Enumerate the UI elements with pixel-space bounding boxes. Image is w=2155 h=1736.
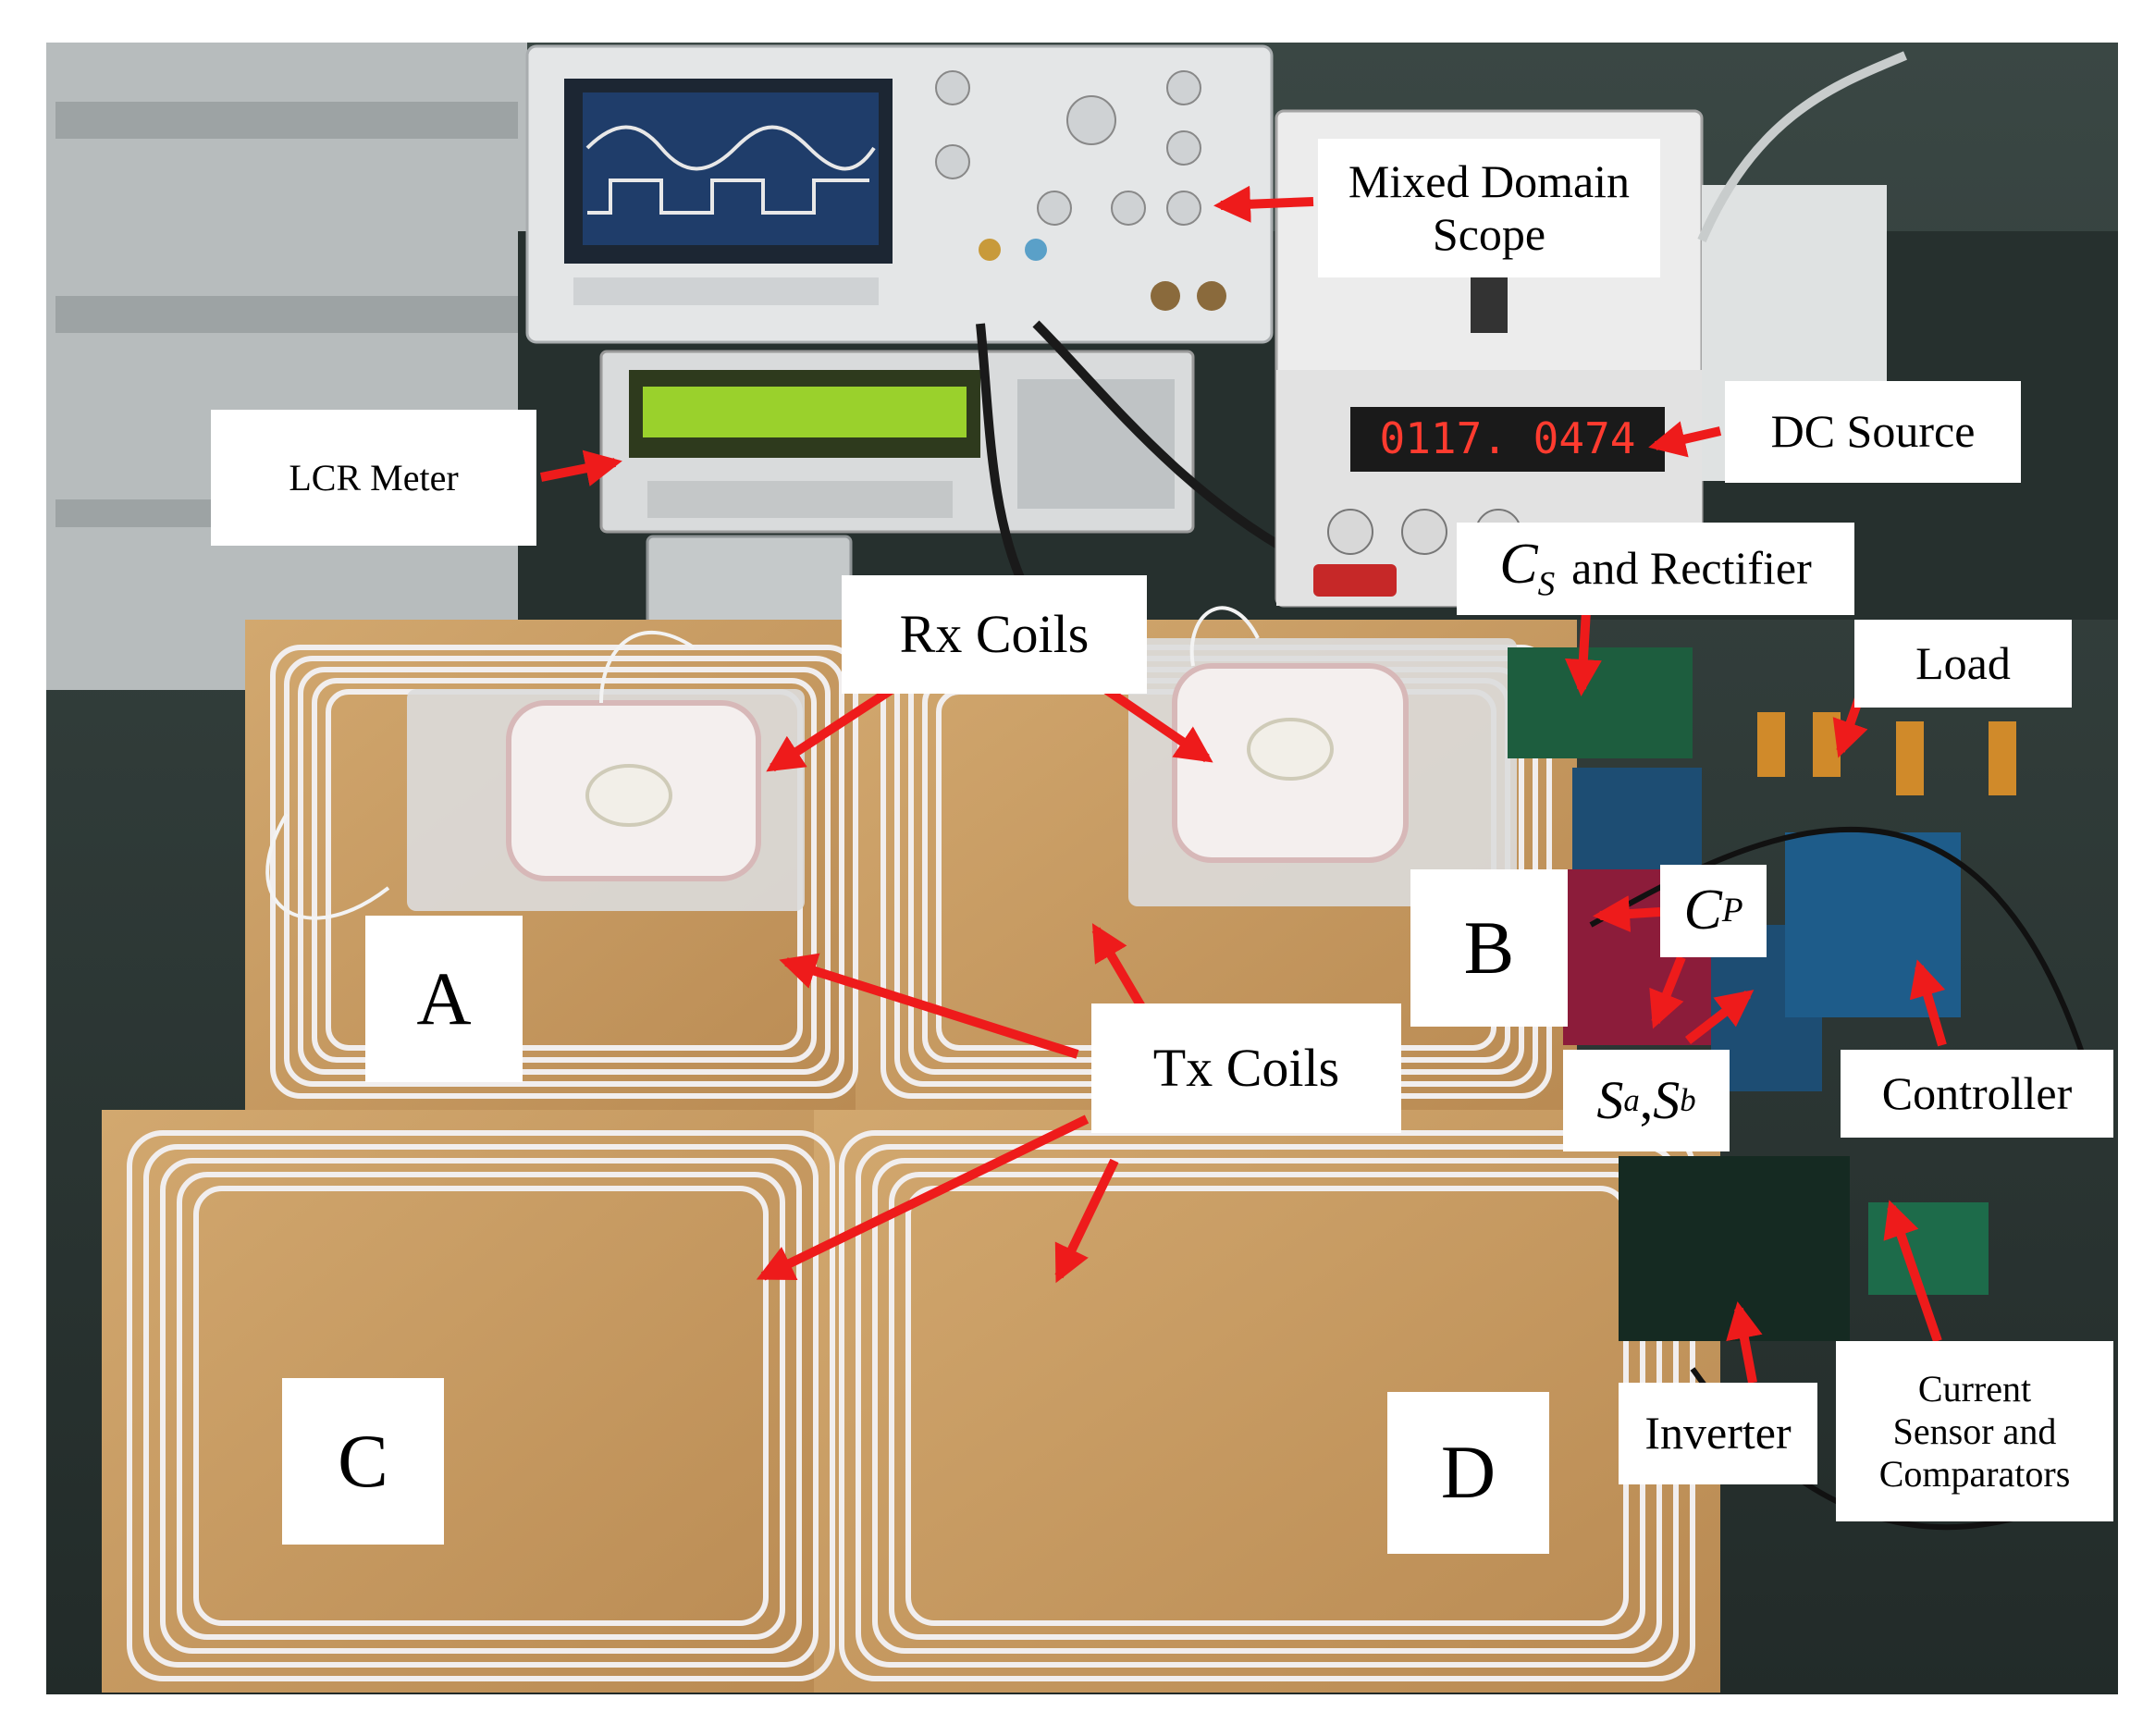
label-lcr-meter: LCR Meter xyxy=(211,410,536,546)
arrow-lcr xyxy=(540,449,622,486)
label-pad-c: C xyxy=(282,1378,444,1545)
label-tx-coils: Tx Coils xyxy=(1091,1003,1401,1133)
test-fixture xyxy=(646,535,853,626)
label-load: Load xyxy=(1854,620,2072,708)
arrow-sb xyxy=(1684,990,1755,1044)
label-pad-d: D xyxy=(1387,1392,1549,1554)
arrow-inverter xyxy=(1726,1301,1763,1384)
label-controller: Controller xyxy=(1841,1050,2113,1138)
cs-text: and Rectifier xyxy=(1571,542,1812,595)
oscilloscope-device xyxy=(525,44,1274,344)
label-mixed-domain-scope: Mixed Domain Scope xyxy=(1318,139,1660,277)
rx-coil-assemblies xyxy=(265,606,1517,920)
arrow-current-sensor xyxy=(1883,1200,1942,1343)
sa-sb-separator: , xyxy=(1639,1069,1654,1130)
dc-readout: 0117. 0474 xyxy=(1380,413,1636,463)
arrow-scope xyxy=(1213,185,1314,223)
arrow-tx-c xyxy=(756,1114,1090,1281)
arrow-cp xyxy=(1593,895,1661,932)
annotation-arrows xyxy=(540,185,1947,1384)
label-pad-b: B xyxy=(1410,869,1568,1027)
label-rx-coils: Rx Coils xyxy=(842,575,1147,694)
arrow-rx-b xyxy=(1102,684,1213,763)
lcr-meter-device xyxy=(599,350,1195,534)
cp-subscript: P xyxy=(1721,891,1743,930)
sa-symbol: S xyxy=(1596,1069,1624,1130)
back-shelf xyxy=(46,43,527,690)
arrow-tx-a xyxy=(779,953,1079,1059)
sb-subscript: b xyxy=(1680,1081,1696,1118)
cs-symbol: C xyxy=(1499,533,1538,597)
arrow-sa xyxy=(1649,955,1686,1029)
arrow-controller xyxy=(1909,959,1947,1047)
label-dc-source: DC Source xyxy=(1725,381,2021,483)
sa-subscript: a xyxy=(1623,1081,1640,1118)
cp-symbol: C xyxy=(1683,879,1722,942)
sb-symbol: S xyxy=(1653,1069,1681,1130)
arrow-rx-a xyxy=(766,684,895,772)
label-pad-a: A xyxy=(365,916,523,1082)
arrow-dc xyxy=(1648,421,1722,458)
label-current-sensor: Current Sensor and Comparators xyxy=(1836,1341,2113,1521)
cs-subscript: S xyxy=(1537,565,1556,604)
arrow-cs xyxy=(1564,609,1602,696)
arrow-tx-b xyxy=(1091,923,1147,1011)
coil-pads xyxy=(102,620,1720,1693)
label-inverter: Inverter xyxy=(1619,1383,1817,1484)
label-cs-and-rectifier: CS and Rectifier xyxy=(1457,523,1854,615)
arrow-tx-d xyxy=(1054,1158,1119,1284)
